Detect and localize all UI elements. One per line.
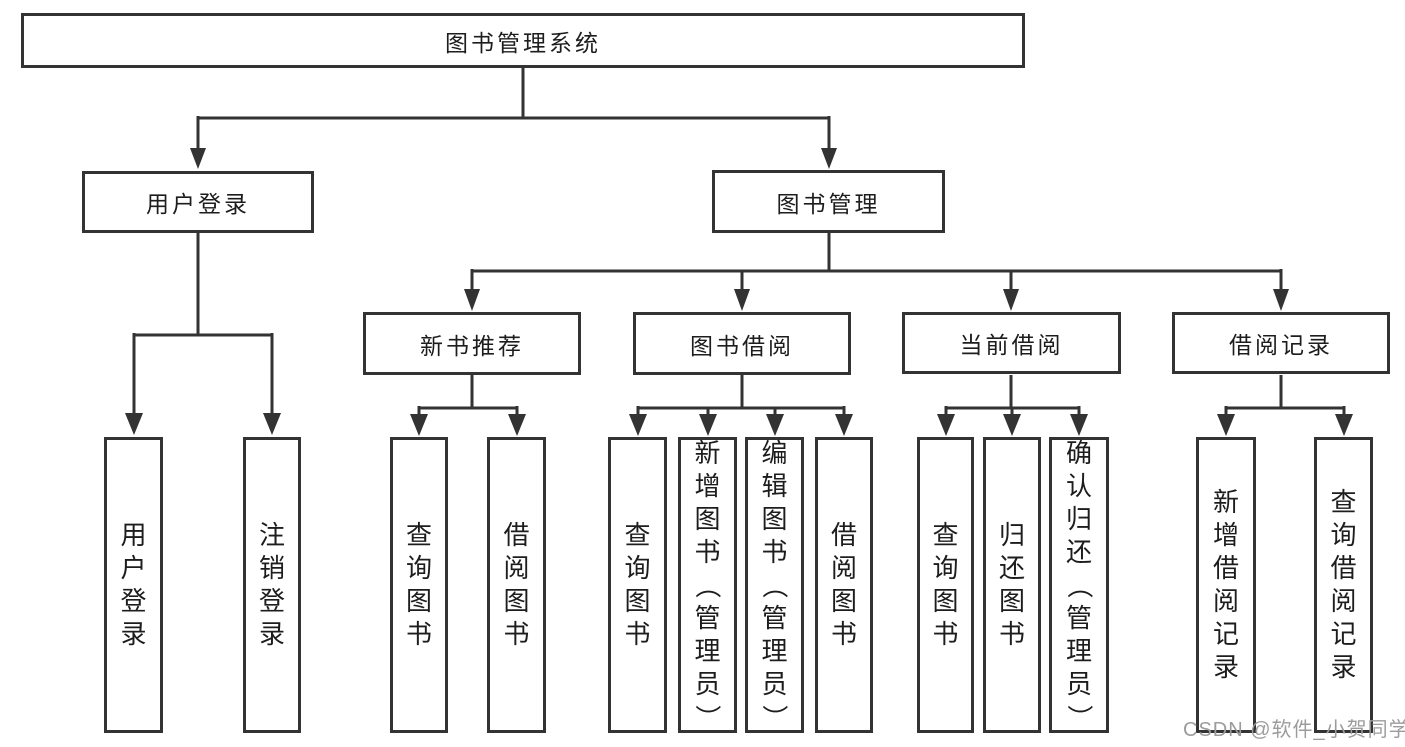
leaf-query-books-borrow: 查询图书 [608, 437, 667, 733]
node-label: 用户登录 [120, 520, 147, 649]
node-new-book-recommend: 新书推荐 [363, 312, 581, 375]
node-label: 图书管理 [776, 190, 881, 217]
leaf-add-borrow-record: 新增借阅记录 [1196, 437, 1256, 733]
node-label: 用户登录 [146, 191, 250, 217]
leaf-borrow-books-recommend: 借阅图书 [487, 437, 546, 733]
node-label: 新增借阅记录 [1212, 487, 1239, 682]
node-book-borrowing: 图书借阅 [633, 312, 851, 375]
node-label: 图书借阅 [690, 332, 794, 359]
node-label: 查询图书 [624, 520, 651, 649]
node-label: 确认归还（管理员） [1064, 437, 1095, 731]
node-borrowing-records: 借阅记录 [1172, 312, 1390, 374]
node-label: 图书管理系统 [445, 29, 601, 56]
node-current-borrowing: 当前借阅 [902, 312, 1121, 374]
leaf-confirm-return-admin: 确认归还（管理员） [1049, 437, 1109, 733]
node-label: 查询图书 [405, 520, 432, 649]
node-label: 编辑图书（管理员） [759, 437, 790, 731]
node-label: 注销登录 [258, 520, 285, 649]
connector-lines [132, 68, 1346, 418]
node-label: 新增图书（管理员） [692, 437, 723, 731]
leaf-query-books-current: 查询图书 [917, 437, 974, 733]
node-label: 查询图书 [932, 520, 959, 649]
node-label: 借阅图书 [830, 520, 857, 649]
leaf-logout: 注销登录 [243, 437, 301, 733]
watermark: CSDN @软件_小贺同学 [1183, 719, 1405, 741]
node-label: 当前借阅 [959, 332, 1064, 358]
node-root-system: 图书管理系统 [21, 13, 1025, 68]
node-label: 新书推荐 [420, 332, 524, 359]
node-user-login: 用户登录 [82, 171, 314, 233]
leaf-add-book-admin: 新增图书（管理员） [678, 437, 737, 733]
leaf-return-book: 归还图书 [983, 437, 1041, 733]
node-label: 借阅记录 [1229, 332, 1333, 358]
leaf-query-books-recommend: 查询图书 [390, 437, 448, 733]
arrowhead-icons [125, 148, 1353, 436]
leaf-borrow-books: 借阅图书 [815, 437, 873, 733]
node-label: 借阅图书 [503, 520, 530, 649]
node-book-management: 图书管理 [712, 170, 945, 233]
leaf-edit-book-admin: 编辑图书（管理员） [745, 437, 804, 733]
leaf-user-login: 用户登录 [104, 437, 163, 733]
node-label: 查询借阅记录 [1330, 487, 1357, 682]
node-label: 归还图书 [998, 520, 1025, 649]
leaf-query-borrow-record: 查询借阅记录 [1314, 437, 1373, 733]
